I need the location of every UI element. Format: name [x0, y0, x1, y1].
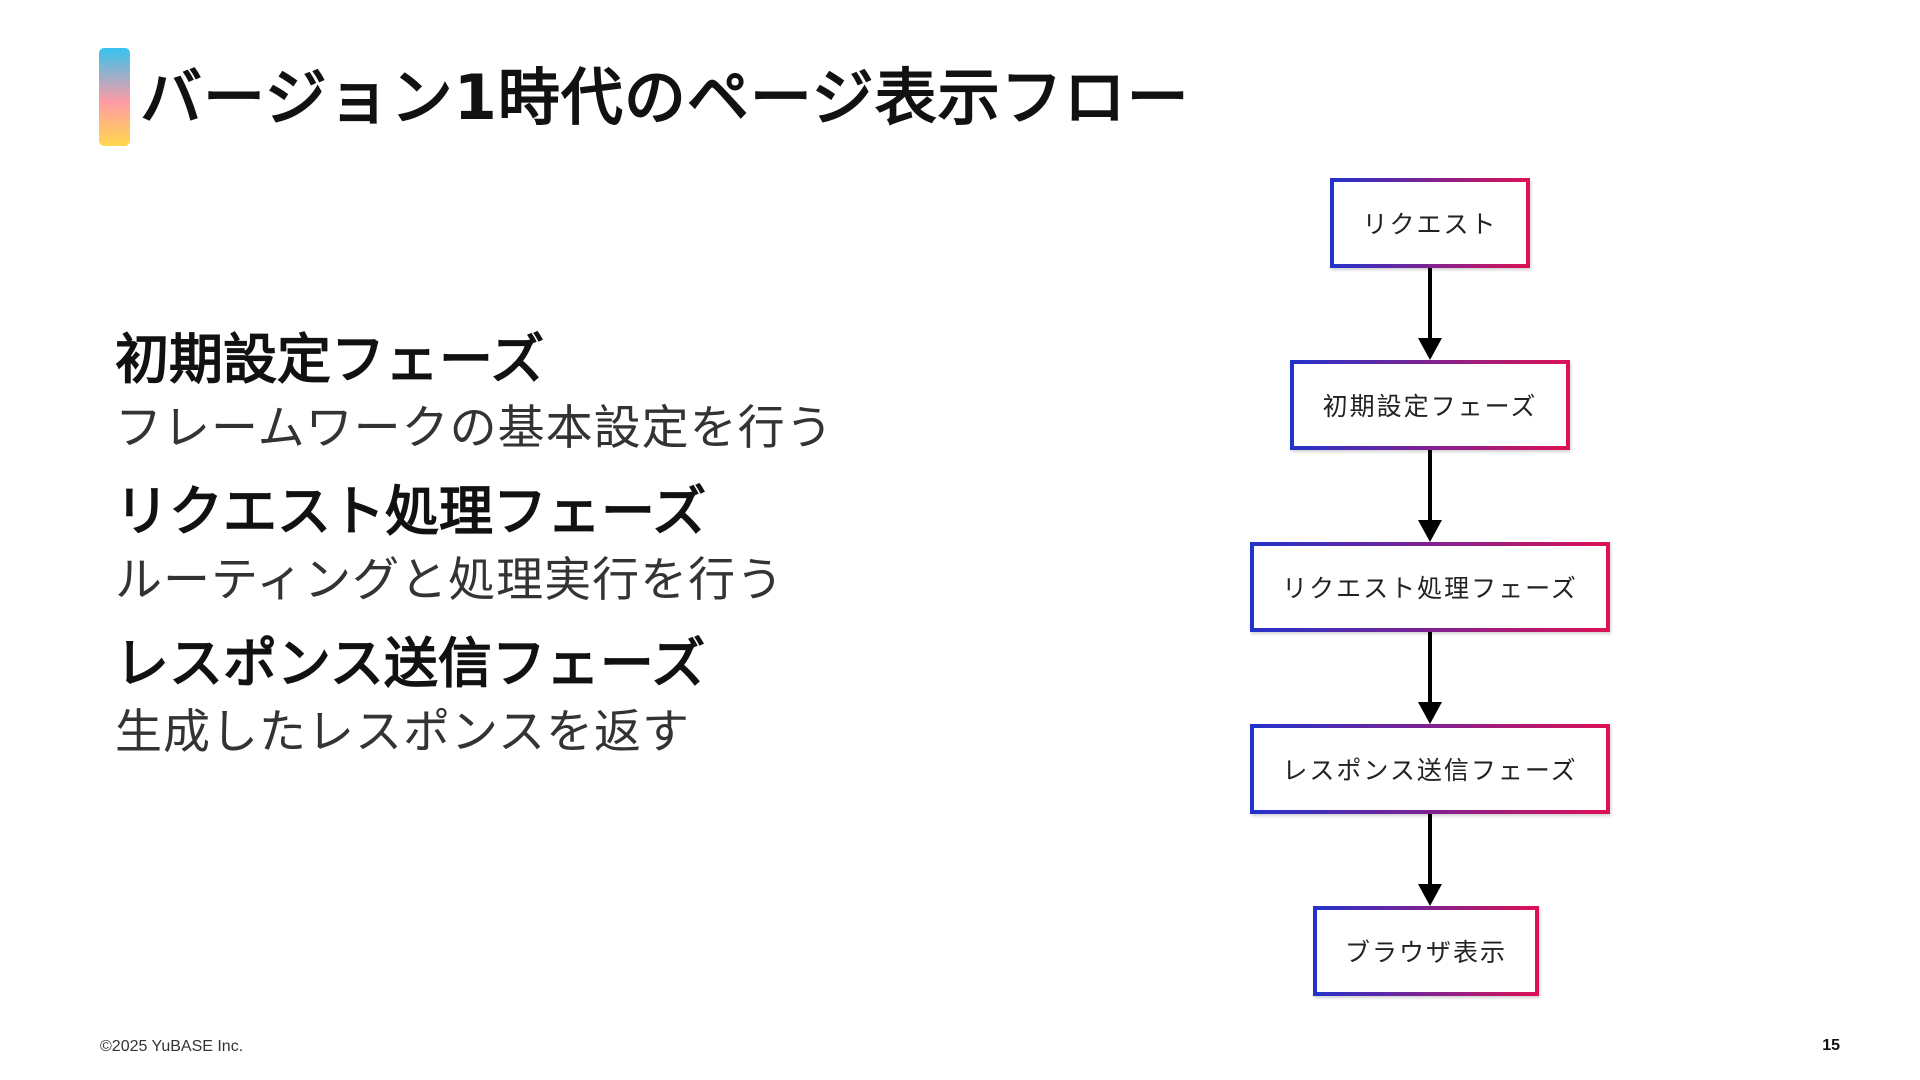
flow-node-request-processing-phase: リクエスト処理フェーズ — [1250, 542, 1610, 632]
flow-arrow — [1418, 632, 1442, 724]
phase-item: リクエスト処理フェーズ ルーティングと処理実行を行う — [115, 474, 935, 612]
title-accent-bar — [99, 48, 130, 146]
phase-item: 初期設定フェーズ フレームワークの基本設定を行う — [115, 322, 935, 460]
phase-heading: リクエスト処理フェーズ — [115, 480, 707, 543]
flow-node-response-phase: レスポンス送信フェーズ — [1250, 724, 1610, 814]
phase-heading: レスポンス送信フェーズ — [115, 632, 706, 695]
page-number: 15 — [1822, 1037, 1840, 1054]
flow-node-browser-display: ブラウザ表示 — [1313, 906, 1539, 996]
phase-heading: 初期設定フェーズ — [115, 328, 545, 391]
flow-diagram: リクエスト 初期設定フェーズ リクエスト処理フェーズ レスポンス送信フェーズ ブ… — [1200, 160, 1660, 1020]
phase-description: ルーティングと処理実行を行う — [115, 553, 785, 608]
phase-item: レスポンス送信フェーズ 生成したレスポンスを返す — [115, 626, 935, 764]
flow-arrow — [1418, 268, 1442, 360]
flow-node-request: リクエスト — [1330, 178, 1530, 268]
phase-description: 生成したレスポンスを返す — [115, 705, 691, 760]
slide-title: バージョン1時代のページ表示フロー — [140, 61, 1190, 134]
flow-node-init-phase: 初期設定フェーズ — [1290, 360, 1570, 450]
phase-description: フレームワークの基本設定を行う — [115, 401, 834, 456]
footer-copyright: ©2025 YuBASE Inc. — [100, 1038, 244, 1055]
flow-arrow — [1418, 814, 1442, 906]
flow-arrow — [1418, 450, 1442, 542]
phase-list: 初期設定フェーズ フレームワークの基本設定を行う リクエスト処理フェーズ ルーテ… — [115, 322, 935, 778]
